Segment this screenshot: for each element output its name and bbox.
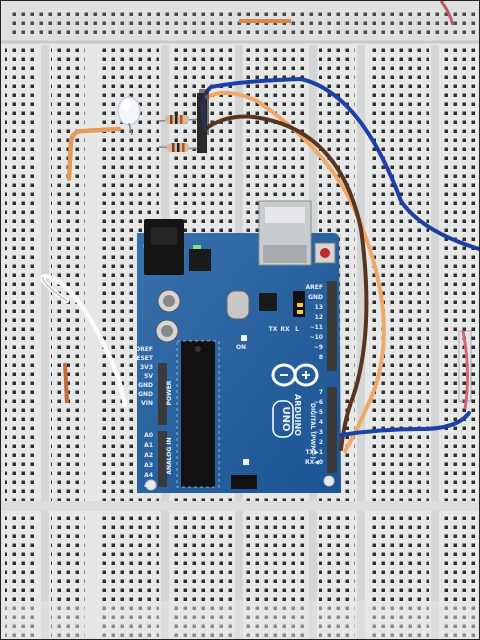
analog-pin-label: A5	[144, 482, 153, 489]
digital-pin-label: ~11	[310, 324, 323, 331]
analog-header	[158, 431, 167, 487]
wire-brown	[203, 114, 369, 451]
power-pin-label: GND	[138, 382, 153, 389]
digital-pin-label: ~9	[314, 344, 323, 351]
brand-label: ARDUINO	[293, 394, 302, 436]
atmega-chip	[181, 341, 215, 487]
wire-blue-top	[201, 76, 479, 251]
digital-pin-label: ~3	[314, 429, 323, 436]
crystal	[226, 290, 250, 320]
digital-title: DIGITAL (PWM~)	[309, 403, 316, 459]
wire-blue-bottom	[339, 411, 471, 437]
arduino-logo	[271, 363, 319, 387]
resistor-left-vertical	[63, 362, 69, 404]
digital-pin-label: GND	[308, 294, 323, 301]
digital-pin-label: 2	[319, 439, 323, 446]
model-badge	[272, 400, 294, 438]
model-label: UNO	[280, 407, 291, 432]
digital-pin-label: 12	[315, 314, 323, 321]
digital-pin-label: 4	[319, 419, 323, 426]
analog-title: ANALOG IN	[166, 437, 173, 474]
wire-right-pink	[461, 330, 470, 410]
led-label: L	[295, 326, 299, 333]
wire-orange-left	[66, 126, 122, 182]
digital-pin-label: TX▶1	[305, 449, 323, 456]
digital-header-top	[327, 281, 337, 371]
power-pin-label: 5V	[144, 373, 153, 380]
digital-header-bottom	[327, 387, 337, 473]
power-pin-label: GND	[138, 391, 153, 398]
analog-pin-label: A4	[144, 472, 153, 479]
led-component	[117, 96, 141, 136]
power-title: POWER	[166, 380, 173, 405]
digital-pin-label: 13	[315, 304, 323, 311]
led-label: TX	[269, 326, 278, 333]
led-label: RX	[280, 326, 290, 333]
digital-pin-label: 8	[319, 354, 323, 361]
digital-pin-label: RX◀0	[305, 459, 323, 466]
analog-pin-label: A0	[144, 432, 153, 439]
power-pin-label: RESET	[132, 355, 154, 362]
digital-pin-label: 7	[319, 389, 323, 396]
analog-pin-label: A2	[144, 452, 153, 459]
power-pin-label: 3V3	[140, 364, 153, 371]
digital-pin-label: ~10	[310, 334, 323, 341]
arduino-uno-board: ARDUINO UNO	[137, 200, 341, 493]
on-label: ON	[236, 344, 246, 351]
digital-pin-label: ~6	[314, 399, 323, 406]
digital-pin-label: AREF	[306, 284, 323, 291]
digital-pin-label: ~5	[314, 409, 323, 416]
power-pin-label: IOREF	[133, 346, 153, 353]
power-pin-label: VIN	[141, 400, 153, 407]
power-header	[158, 363, 167, 425]
analog-pin-label: A3	[144, 462, 153, 469]
wire-top-pink	[439, 1, 455, 26]
analog-pin-label: A1	[144, 442, 153, 449]
